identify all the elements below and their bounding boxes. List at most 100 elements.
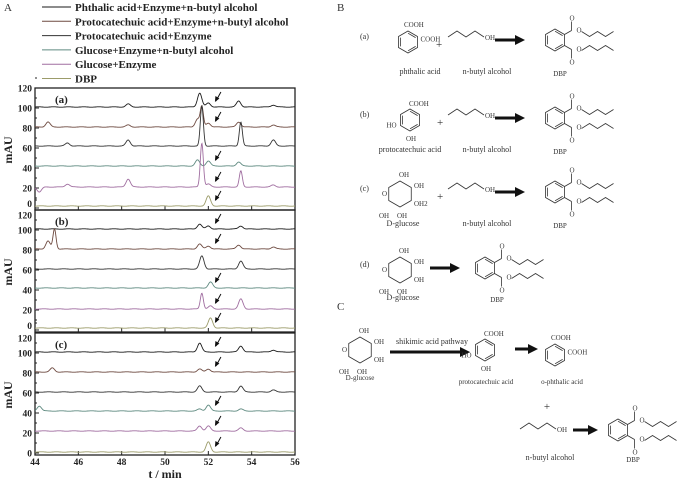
atom-label: OH: [414, 182, 424, 190]
x-axis-label: t / min: [148, 467, 182, 479]
atom-label: O: [500, 243, 505, 251]
product-name: DBP: [553, 222, 567, 230]
alcohol-name: n-butyl alcohol: [463, 219, 512, 228]
alkyl-chain: [511, 273, 544, 279]
scheme-row-label: (a): [360, 32, 369, 41]
peak-arrowhead: [214, 298, 220, 304]
atom-label: O: [570, 15, 575, 23]
alcohol-name: n-butyl alcohol: [463, 145, 512, 154]
legend-label: Protocatechuic acid+Enzyme: [75, 31, 212, 43]
atom-label: OH2: [414, 200, 428, 208]
pyranose-ring: [348, 336, 372, 364]
double-bond: [554, 108, 563, 114]
atom-label: HO: [386, 122, 396, 130]
y-tick-label: 120: [18, 85, 33, 95]
atom-label: O: [577, 179, 582, 187]
atom-label: O: [570, 93, 575, 101]
y-tick-label: 80: [23, 370, 33, 380]
trace-dbp: [35, 195, 295, 207]
reactant-name: phthalic acid: [399, 67, 440, 76]
double-bond: [484, 354, 493, 360]
benzene-ring: [475, 256, 495, 280]
trace-protocatechuic-acid-enzyme-n-butyl-alcohol: [35, 367, 295, 373]
y-tick-label: 0: [27, 450, 32, 460]
alkyl-chain: [447, 108, 485, 116]
y-axis-label: mAU: [1, 381, 15, 409]
peak-arrowhead: [214, 155, 220, 161]
x-tick-label: 50: [160, 458, 170, 468]
panel-label: (a): [55, 94, 68, 106]
bond: [494, 273, 502, 278]
y-tick-label: 80: [23, 125, 33, 135]
trace-phthalic-acid-enzyme-n-butyl-alcohol: [34, 223, 295, 230]
atom-label: OH: [379, 288, 389, 296]
atom-label: OH: [485, 34, 495, 42]
peak-arrowhead: [214, 238, 220, 244]
trace-protocatechuic-acid-enzyme-n-butyl-alcohol: [35, 105, 295, 128]
double-bond: [617, 420, 626, 426]
x-tick-label: 44: [30, 458, 40, 468]
pyranose-ring: [388, 180, 412, 208]
double-bond: [409, 124, 418, 130]
atom-label: O: [577, 124, 582, 132]
atom-label: O: [382, 266, 387, 274]
reaction-arrowhead: [515, 187, 525, 197]
atom-label: O: [500, 287, 505, 295]
double-bond: [484, 340, 493, 346]
alkyl-chain: [581, 109, 614, 115]
atom-label: O: [570, 137, 575, 145]
trace-dbp: [35, 317, 295, 329]
y-tick-label: 100: [18, 227, 33, 237]
y-tick-label: 80: [23, 247, 33, 257]
benzene-ring: [400, 108, 420, 132]
y-tick-label: 60: [23, 390, 33, 400]
bond: [564, 45, 572, 50]
y-tick-label: 120: [18, 335, 33, 345]
reaction-arrowhead: [515, 35, 525, 45]
alkyl-chain: [581, 123, 614, 129]
double-bond: [554, 196, 563, 202]
reaction-arrowhead: [450, 263, 460, 273]
atom-label: OH: [399, 247, 409, 255]
panel-label-c: C: [337, 301, 344, 313]
y-tick-label: 60: [23, 145, 33, 155]
y-tick-label: 100: [18, 105, 33, 115]
y-tick-label: 20: [23, 185, 33, 195]
y-axis-label: mAU: [1, 258, 15, 286]
product-name: DBP: [490, 296, 504, 304]
chromatogram-chart: 020406080100120mAU(a)020406080100120mAU(…: [1, 77, 300, 479]
panel-label-a: A: [4, 2, 12, 14]
phthalic-name: o-phthalic acid: [541, 378, 583, 386]
peak-arrowhead: [214, 317, 220, 323]
atom-label: OH: [406, 135, 416, 143]
double-bond: [407, 46, 416, 52]
atom-label: COOH: [551, 334, 571, 342]
peak-arrowhead: [214, 96, 220, 102]
product-name: DBP: [553, 70, 567, 78]
atom-label: O: [507, 274, 512, 282]
alkyl-chain: [581, 197, 614, 203]
trace-glucose-enzyme-n-butyl-alcohol: [34, 404, 295, 412]
atom-label: OH: [379, 212, 389, 220]
atom-label: OH: [399, 171, 409, 179]
atom-label: O: [640, 417, 645, 425]
atom-label: O: [570, 211, 575, 219]
atom-label: OH: [397, 212, 407, 220]
atom-label: OH: [357, 368, 367, 376]
bond: [564, 197, 572, 202]
plot-frame: [34, 332, 296, 456]
alcohol-name: n-butyl alcohol: [463, 67, 512, 76]
x-tick-label: 52: [204, 458, 214, 468]
double-bond: [407, 32, 416, 38]
y-tick-label: 0: [27, 322, 32, 332]
x-tick-label: 46: [74, 458, 84, 468]
peak-arrowhead: [214, 361, 220, 367]
benzene-ring: [545, 180, 565, 204]
legend-label: Glucose+Enzyme: [75, 59, 157, 71]
reactant-name: D-glucose: [387, 293, 420, 302]
benzene-ring: [545, 106, 565, 130]
reaction-arrowhead: [460, 347, 470, 357]
plot-frame: [34, 209, 296, 333]
bond: [627, 435, 635, 440]
atom-label: O: [507, 255, 512, 263]
